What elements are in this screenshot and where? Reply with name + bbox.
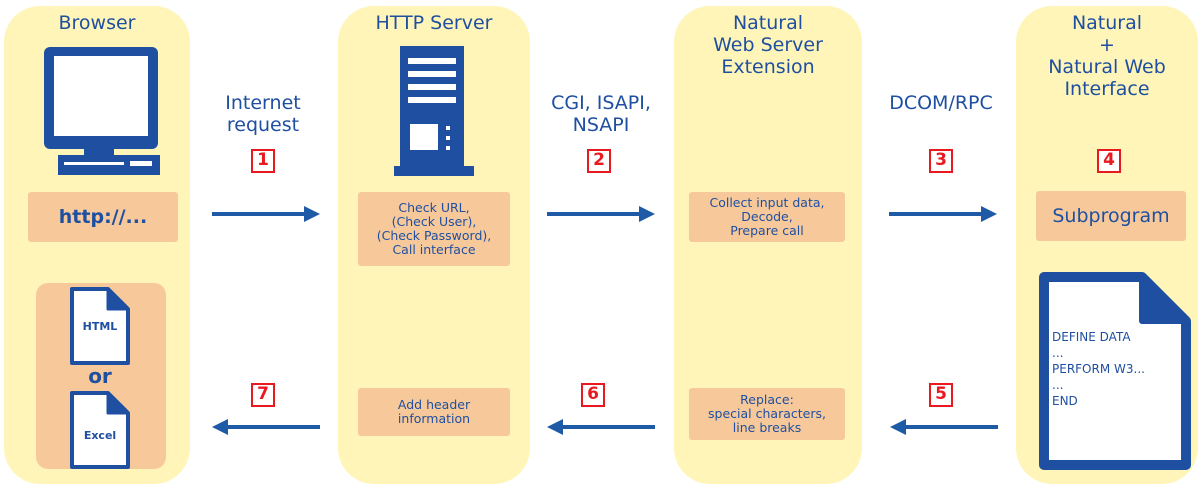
step-1-badge: 1 <box>251 149 275 173</box>
step-6-badge: 6 <box>581 383 605 407</box>
nwse-request-box: Collect input data, Decode, Prepare call <box>689 192 845 242</box>
doc-html-label: HTML <box>82 320 118 333</box>
internet-request-label: Internet request <box>225 92 301 136</box>
arrow-left-icon <box>212 419 320 435</box>
document-icon <box>70 391 130 469</box>
document-icon <box>70 287 130 365</box>
or-label: or <box>88 364 112 388</box>
step-4-badge: 4 <box>1097 149 1121 173</box>
natural-title: Natural + Natural Web Interface <box>1048 12 1166 100</box>
server-tower-icon <box>394 46 474 176</box>
arrow-left-icon <box>890 419 998 435</box>
http-request-box: Check URL, (Check User), (Check Password… <box>358 192 510 266</box>
url-box: http://... <box>28 192 178 242</box>
step-5-badge: 5 <box>929 383 953 407</box>
nwse-response-box: Replace: special characters, line breaks <box>689 388 845 440</box>
arrow-left-icon <box>547 419 655 435</box>
cgi-label: CGI, ISAPI, NSAPI <box>551 92 651 136</box>
browser-title: Browser <box>58 12 136 34</box>
doc-excel-label: Excel <box>83 429 117 442</box>
arrow-right-icon <box>547 206 655 222</box>
document-icon <box>1039 272 1191 470</box>
subprogram-box: Subprogram <box>1036 191 1186 241</box>
nwse-title: Natural Web Server Extension <box>713 12 823 78</box>
dcom-label: DCOM/RPC <box>889 92 993 114</box>
step-3-badge: 3 <box>929 149 953 173</box>
arrow-right-icon <box>889 206 997 222</box>
http-response-box: Add header information <box>358 388 510 436</box>
code-lines: DEFINE DATA ... PERFORM W3... ... END <box>1052 330 1145 408</box>
monitor-icon <box>44 47 160 175</box>
step-7-badge: 7 <box>251 383 275 407</box>
step-2-badge: 2 <box>587 149 611 173</box>
http-server-title: HTTP Server <box>375 12 493 34</box>
arrow-right-icon <box>212 206 320 222</box>
